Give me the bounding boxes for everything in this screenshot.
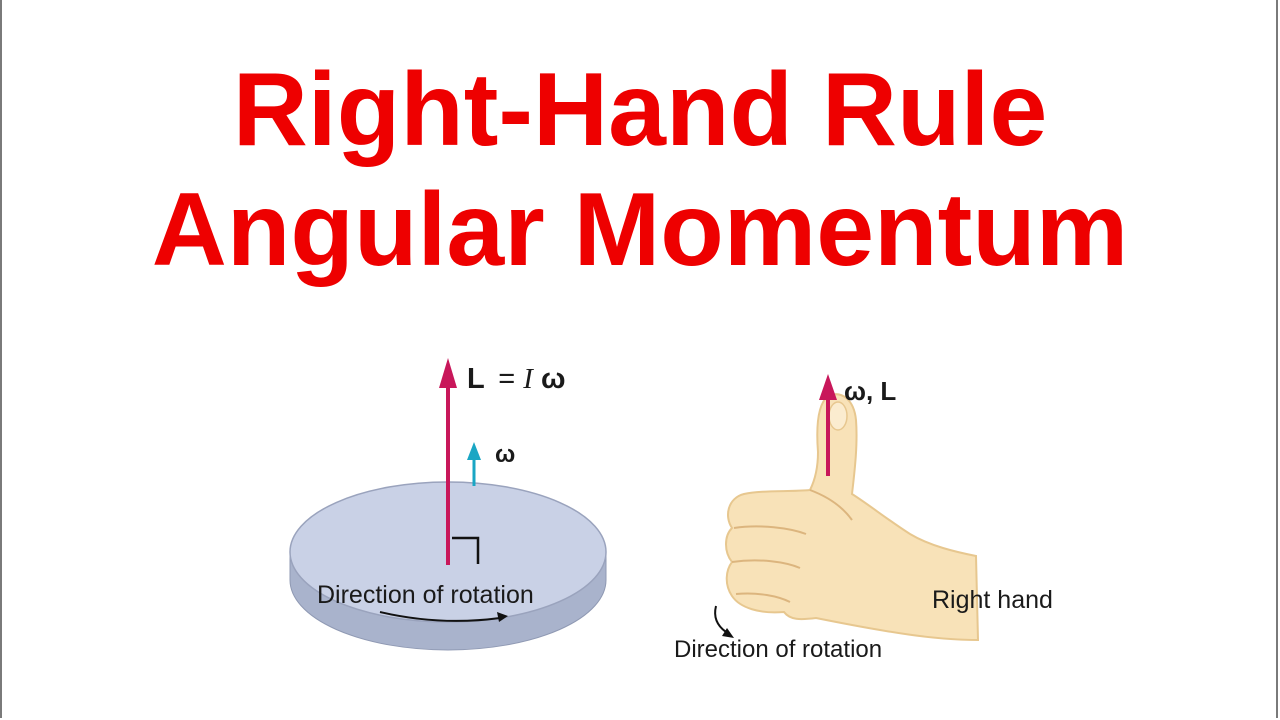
label-L: L [467,363,484,395]
thumbnail [828,401,848,431]
disk-rotation-arrowhead [497,612,508,622]
hand-diagram: ω, L Right hand Direction of rotation [674,374,1053,663]
label-omega-in-eq: ω [541,363,566,395]
label-omega: ω [495,441,515,468]
title-line-1: Right-Hand Rule [232,52,1048,168]
hand-rotation-arrow [714,605,727,633]
disk-rotation-arrow [379,611,501,622]
omega-L-arrowhead [819,374,837,400]
angular-velocity-arrowhead [467,442,481,460]
hand-rotation-label: Direction of rotation [674,636,882,663]
thumb-crease [809,489,853,521]
finger-crease-2 [731,559,801,569]
angular-momentum-arrowhead [439,358,457,388]
right-angle-mark [452,536,480,564]
finger-crease-1 [733,525,807,535]
disk-diagram: L = I ω ω Direction of rotation [289,358,607,651]
title-line-2: Angular Momentum [151,172,1129,288]
hand-vector-label: ω, L [844,376,896,406]
right-hand-label: Right hand [932,586,1053,614]
hand-rotation-arrowhead [722,628,734,638]
finger-crease-3 [735,592,791,603]
svg-text:L = I ω: L = I ω [467,363,566,395]
label-equals: = [498,363,523,395]
disk-rotation-label: Direction of rotation [317,581,534,609]
label-I: I [522,363,534,395]
right-hand [725,393,980,642]
